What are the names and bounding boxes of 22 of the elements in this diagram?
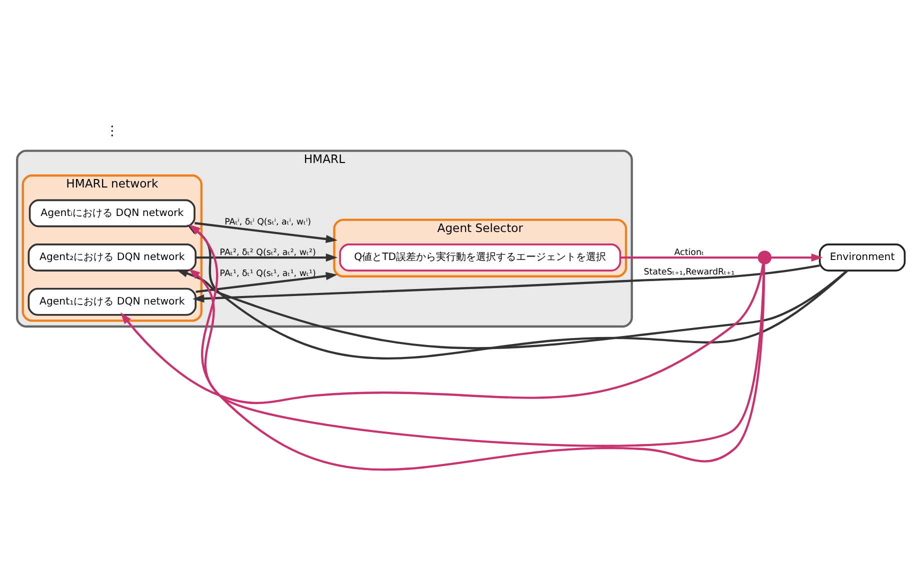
node-circle <box>758 250 772 264</box>
arrow <box>188 224 766 470</box>
edge-label: PAₜⁱ, δₜⁱ Q(sₜⁱ, aₜⁱ, wₜⁱ) <box>224 217 312 228</box>
edge-label: PAₜ¹, δₜ¹ Q(sₜ¹, aₜ¹, wₜ¹) <box>220 268 316 279</box>
arrow <box>771 252 823 262</box>
arrow <box>192 264 820 302</box>
arrow <box>194 222 338 243</box>
arrow <box>176 268 848 349</box>
node-box: Agentᵢにおける DQN network <box>28 198 196 227</box>
edge-label: StateSₜ₊₁,RewardRₜ₊₁ <box>644 267 735 278</box>
edge-label: PAₜ², δₜ² Q(sₜ², aₜ², wₜ²) <box>220 248 316 258</box>
arrow <box>120 263 764 404</box>
node-box: Agent₂における DQN network <box>28 243 197 271</box>
node-box: Q値とTD誤差から実行動を選択するエージェントを選択 <box>339 243 622 271</box>
node-box: Agent₁における DQN network <box>28 287 197 316</box>
arrow <box>188 264 765 446</box>
label: ⋮ <box>106 124 119 139</box>
arrow <box>196 272 338 292</box>
arrow <box>196 252 338 262</box>
node-box: Environment <box>818 243 906 271</box>
connector <box>620 256 758 258</box>
edge-label: Actionₜ <box>674 248 704 258</box>
